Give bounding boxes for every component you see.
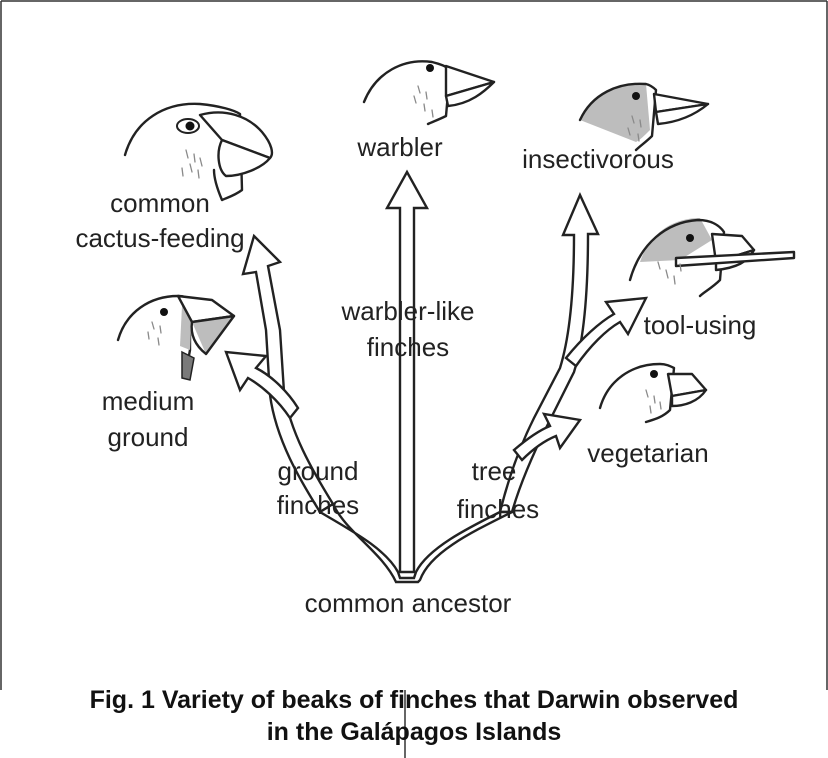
insectivorous-finch bbox=[580, 84, 708, 150]
cactus-feeding-finch bbox=[125, 104, 272, 200]
arrow-warbler-like-finches bbox=[387, 172, 427, 572]
label-ground: ground bbox=[108, 422, 189, 452]
label-tool-using: tool-using bbox=[644, 310, 757, 340]
medium-ground-finch bbox=[118, 296, 234, 380]
label-common: common bbox=[110, 188, 210, 218]
label-cactus-feeding: cactus-feeding bbox=[75, 223, 244, 253]
label-warbler: warbler bbox=[356, 132, 443, 162]
warbler-finch bbox=[364, 61, 494, 124]
label-warbler-like-finches: finches bbox=[367, 332, 449, 362]
tool-using-finch bbox=[630, 218, 794, 296]
caption-line-1: Fig. 1 Variety of beaks of finches that … bbox=[90, 686, 739, 714]
vegetarian-finch bbox=[600, 364, 706, 422]
branch-arrows bbox=[226, 172, 646, 582]
label-vegetarian: vegetarian bbox=[587, 438, 708, 468]
label-ground-finches-1: ground bbox=[278, 456, 359, 486]
label-insectivorous: insectivorous bbox=[522, 144, 674, 174]
label-medium: medium bbox=[102, 386, 194, 416]
label-ground-finches-2: finches bbox=[277, 490, 359, 520]
label-tree: tree bbox=[472, 456, 517, 486]
arrow-medium-ground bbox=[226, 352, 298, 418]
label-warbler-like: warbler-like bbox=[341, 296, 475, 326]
label-common-ancestor: common ancestor bbox=[305, 588, 512, 618]
label-tree-finches: finches bbox=[457, 494, 539, 524]
caption-line-2: in the Galápagos Islands bbox=[267, 718, 562, 746]
